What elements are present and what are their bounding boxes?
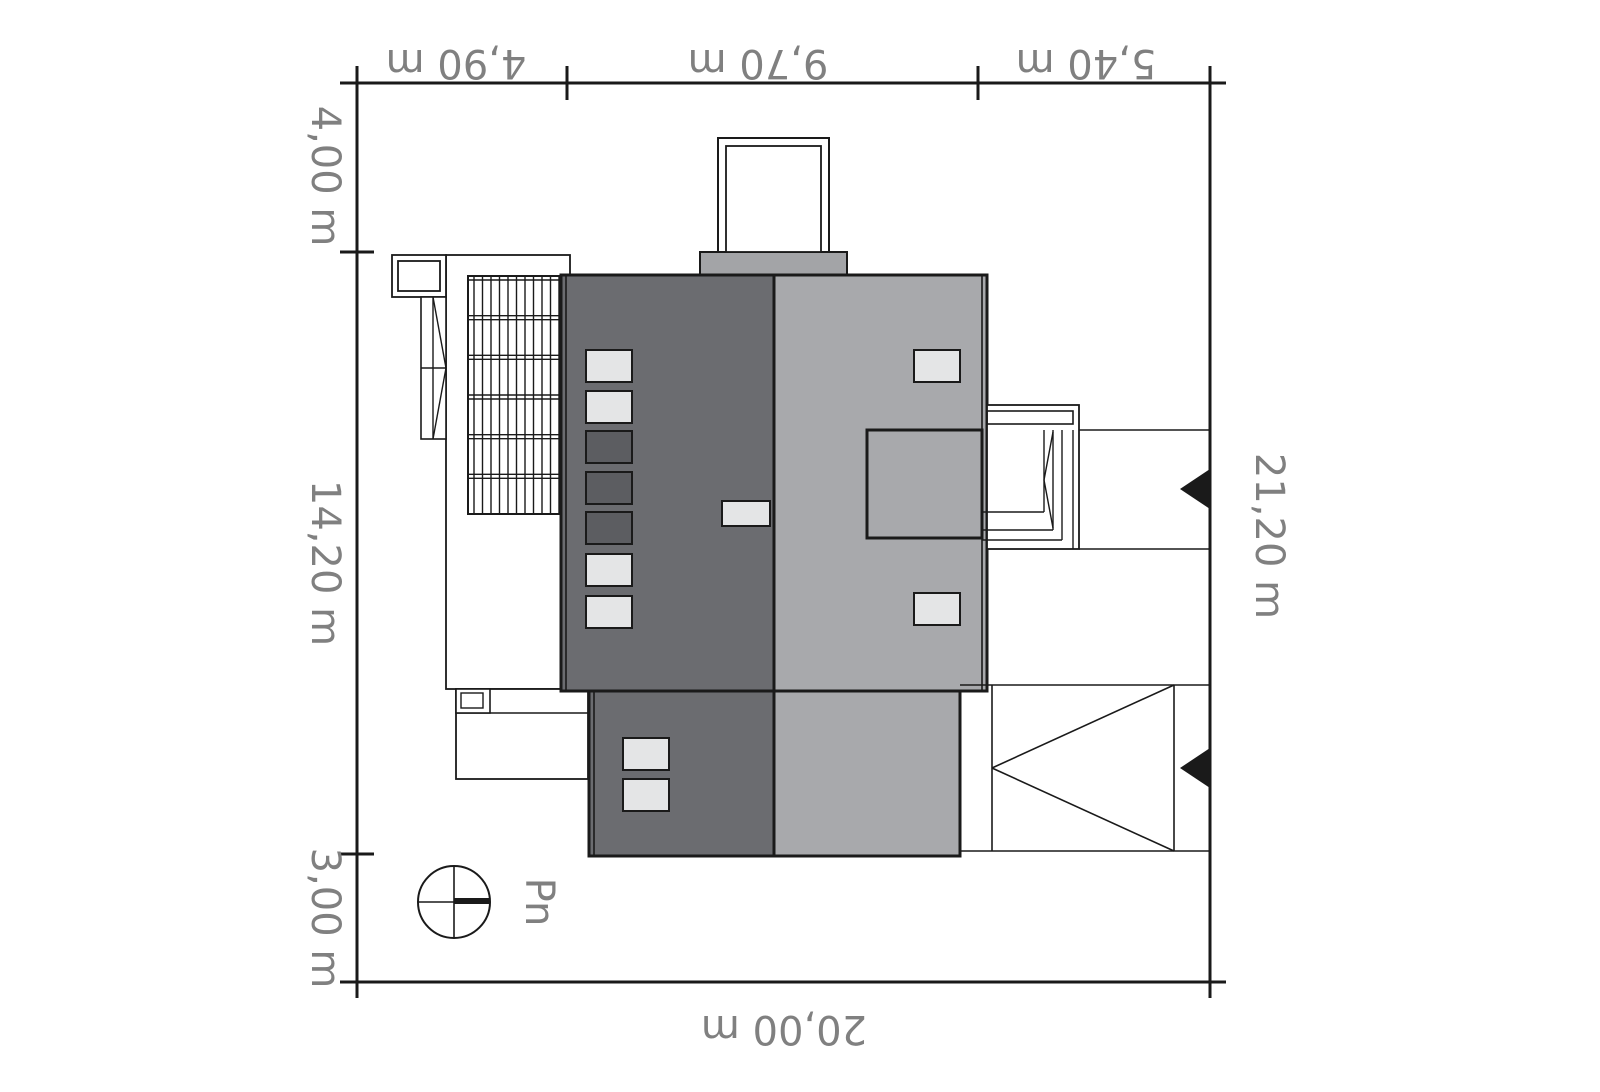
dim-bottom: 20,00 m <box>701 1006 867 1052</box>
entrance-stairs <box>982 404 1210 550</box>
dim-top-2: 9,70 m <box>688 40 829 86</box>
roof-window <box>585 553 633 587</box>
north-arrow-icon <box>417 865 491 939</box>
driveway <box>960 684 1210 852</box>
roof-window <box>585 349 633 383</box>
roof-window <box>585 471 633 505</box>
roof-window <box>721 500 771 527</box>
dim-left-1: 4,00 m <box>302 106 348 247</box>
dimension-lines <box>340 66 1226 998</box>
dim-top-1: 4,90 m <box>386 40 527 86</box>
roof-window <box>622 778 670 812</box>
dim-left-3: 3,00 m <box>302 848 348 989</box>
top-balcony <box>717 137 830 253</box>
compass-label: Pn <box>516 878 562 927</box>
dim-top-3: 5,40 m <box>1016 40 1157 86</box>
roof-window <box>585 430 633 464</box>
dimension-texts: 4,90 m 9,70 m 5,40 m 4,00 m 14,20 m 3,00… <box>302 40 1292 1052</box>
triangle-arrow-icon <box>1180 748 1210 788</box>
roof-window <box>585 511 633 545</box>
roof-window <box>585 390 633 424</box>
roof-window <box>913 349 961 383</box>
roof-window <box>585 595 633 629</box>
roof-window <box>622 737 670 771</box>
roof-windows <box>585 349 961 812</box>
dim-right: 21,20 m <box>1246 453 1292 619</box>
entrance-markers <box>1180 469 1210 788</box>
roof-window <box>913 592 961 626</box>
dim-left-2: 14,20 m <box>302 480 348 646</box>
triangle-arrow-icon <box>1180 469 1210 509</box>
